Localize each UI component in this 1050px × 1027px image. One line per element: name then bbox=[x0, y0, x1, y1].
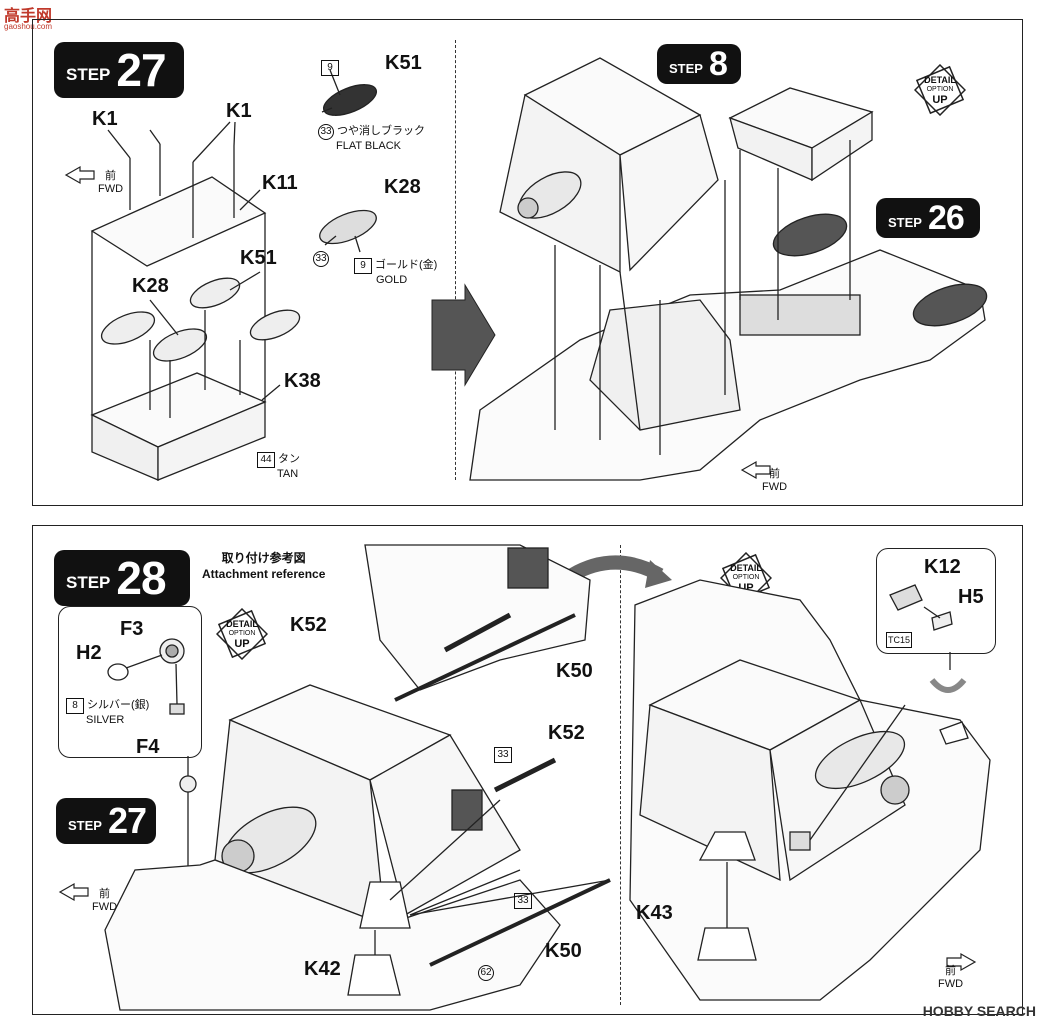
step-28-panel bbox=[32, 525, 1023, 1015]
paint-number: 33 bbox=[313, 251, 329, 267]
step-word: STEP bbox=[66, 65, 111, 84]
fwd-indicator-3: 前 FWD bbox=[92, 888, 117, 914]
paint-ja: ゴールド(金) bbox=[375, 259, 438, 271]
label-k1-b: K1 bbox=[226, 100, 252, 122]
label-f4: F4 bbox=[136, 736, 160, 758]
fwd-en: FWD bbox=[92, 901, 118, 913]
step-number: 27 bbox=[107, 800, 147, 841]
paint-33-a: 33 bbox=[494, 744, 515, 763]
detail-line1: DETAIL bbox=[924, 75, 956, 85]
label-k28: K28 bbox=[132, 275, 169, 297]
step-number: 26 bbox=[927, 198, 965, 237]
attach-ja: 取り付け参考図 bbox=[221, 551, 306, 565]
detail-line1: DETAIL bbox=[226, 619, 258, 629]
paint-en: FLAT BLACK bbox=[336, 140, 402, 152]
detail-up-badge-2: DETAIL OPTION UP bbox=[216, 608, 268, 660]
step-number: 28 bbox=[116, 552, 166, 604]
fwd-en: FWD bbox=[938, 978, 964, 990]
step-8-ref: STEP 8 bbox=[657, 44, 741, 84]
detail-line2: OPTION bbox=[228, 630, 256, 637]
paint-number: 33 bbox=[318, 124, 334, 140]
paint-number: 62 bbox=[478, 965, 494, 981]
paint-number: 8 bbox=[66, 698, 84, 714]
fwd-ja: 前 bbox=[105, 170, 117, 182]
paint-k28-num-a: 33 bbox=[313, 248, 332, 267]
label-k52-a: K52 bbox=[290, 614, 327, 636]
fwd-indicator-2: 前 FWD bbox=[762, 468, 787, 494]
step-number: 27 bbox=[116, 44, 166, 96]
detail-up-badge: DETAIL OPTION UP bbox=[914, 64, 966, 116]
paint-number: 33 bbox=[514, 893, 532, 909]
step-27-panel bbox=[32, 19, 1023, 506]
paint-62: 62 bbox=[478, 962, 497, 981]
paint-ja: タン bbox=[278, 453, 300, 465]
label-k28-ref: K28 bbox=[384, 176, 421, 198]
site-logo: 高手网 bbox=[4, 2, 52, 26]
paint-number: 44 bbox=[257, 452, 275, 468]
label-k12: K12 bbox=[924, 556, 961, 578]
fwd-indicator-4: 前 FWD bbox=[938, 965, 963, 991]
site-brand: 高手网 bbox=[4, 8, 53, 25]
label-k1-a: K1 bbox=[92, 108, 118, 130]
site-url: gaoshou.com bbox=[4, 22, 53, 31]
fwd-ja: 前 bbox=[945, 965, 957, 977]
paint-en: GOLD bbox=[376, 274, 408, 286]
panel-divider-2 bbox=[620, 545, 621, 1005]
detail-line2: OPTION bbox=[732, 574, 760, 581]
fwd-en: FWD bbox=[762, 481, 788, 493]
fwd-indicator: 前 FWD bbox=[98, 170, 123, 196]
fwd-ja: 前 bbox=[99, 888, 111, 900]
paint-ja: つや消しブラック bbox=[337, 125, 425, 137]
label-k50-a: K50 bbox=[556, 660, 593, 682]
attachment-reference: 取り付け参考図 Attachment reference bbox=[202, 550, 325, 582]
label-k42: K42 bbox=[304, 958, 341, 980]
label-k38: K38 bbox=[284, 370, 321, 392]
step-word: STEP bbox=[669, 60, 703, 76]
step-27-ref-badge: STEP 27 bbox=[56, 798, 156, 844]
label-h2: H2 bbox=[76, 642, 102, 664]
label-h5: H5 bbox=[958, 586, 984, 608]
headlight-inset bbox=[58, 606, 202, 758]
step-number: 8 bbox=[708, 44, 728, 83]
step-word: STEP bbox=[66, 573, 111, 592]
detail-line3: UP bbox=[738, 582, 754, 594]
panel-divider bbox=[455, 40, 456, 480]
paint-number: 9 bbox=[321, 60, 339, 76]
paint-en: TAN bbox=[277, 468, 299, 480]
step-27-badge: STEP 27 bbox=[54, 42, 184, 98]
step-word: STEP bbox=[888, 214, 922, 230]
paint-33-b: 33 bbox=[514, 890, 535, 909]
detail-up-badge-3: DETAIL OPTION UP bbox=[720, 552, 772, 604]
tc15-tag: TC15 bbox=[886, 630, 915, 648]
detail-line2: OPTION bbox=[926, 86, 954, 93]
detail-line3: UP bbox=[234, 638, 250, 650]
detail-line3: UP bbox=[932, 94, 948, 106]
fwd-ja: 前 bbox=[769, 468, 781, 480]
paint-k51-num-a: 9 bbox=[321, 57, 342, 76]
label-k43: K43 bbox=[636, 902, 673, 924]
paint-number: 33 bbox=[494, 747, 512, 763]
watermark: HOBBY SEARCH bbox=[922, 1003, 1036, 1019]
label-k51-ref: K51 bbox=[385, 52, 422, 74]
paint-number: TC15 bbox=[886, 632, 913, 648]
attach-en: Attachment reference bbox=[202, 567, 326, 581]
step-word: STEP bbox=[68, 817, 102, 833]
label-k52-b: K52 bbox=[548, 722, 585, 744]
label-k50-b: K50 bbox=[545, 940, 582, 962]
fwd-en: FWD bbox=[98, 183, 124, 195]
step-26-ref: STEP 26 bbox=[876, 198, 980, 238]
label-f3: F3 bbox=[120, 618, 144, 640]
paint-number: 9 bbox=[354, 258, 372, 274]
paint-ja: シルバー(銀) bbox=[87, 699, 150, 711]
detail-line1: DETAIL bbox=[730, 563, 762, 573]
label-k11: K11 bbox=[262, 172, 298, 194]
step-28-badge: STEP 28 bbox=[54, 550, 190, 606]
label-k51: K51 bbox=[240, 247, 277, 269]
paint-en: SILVER bbox=[86, 714, 125, 726]
